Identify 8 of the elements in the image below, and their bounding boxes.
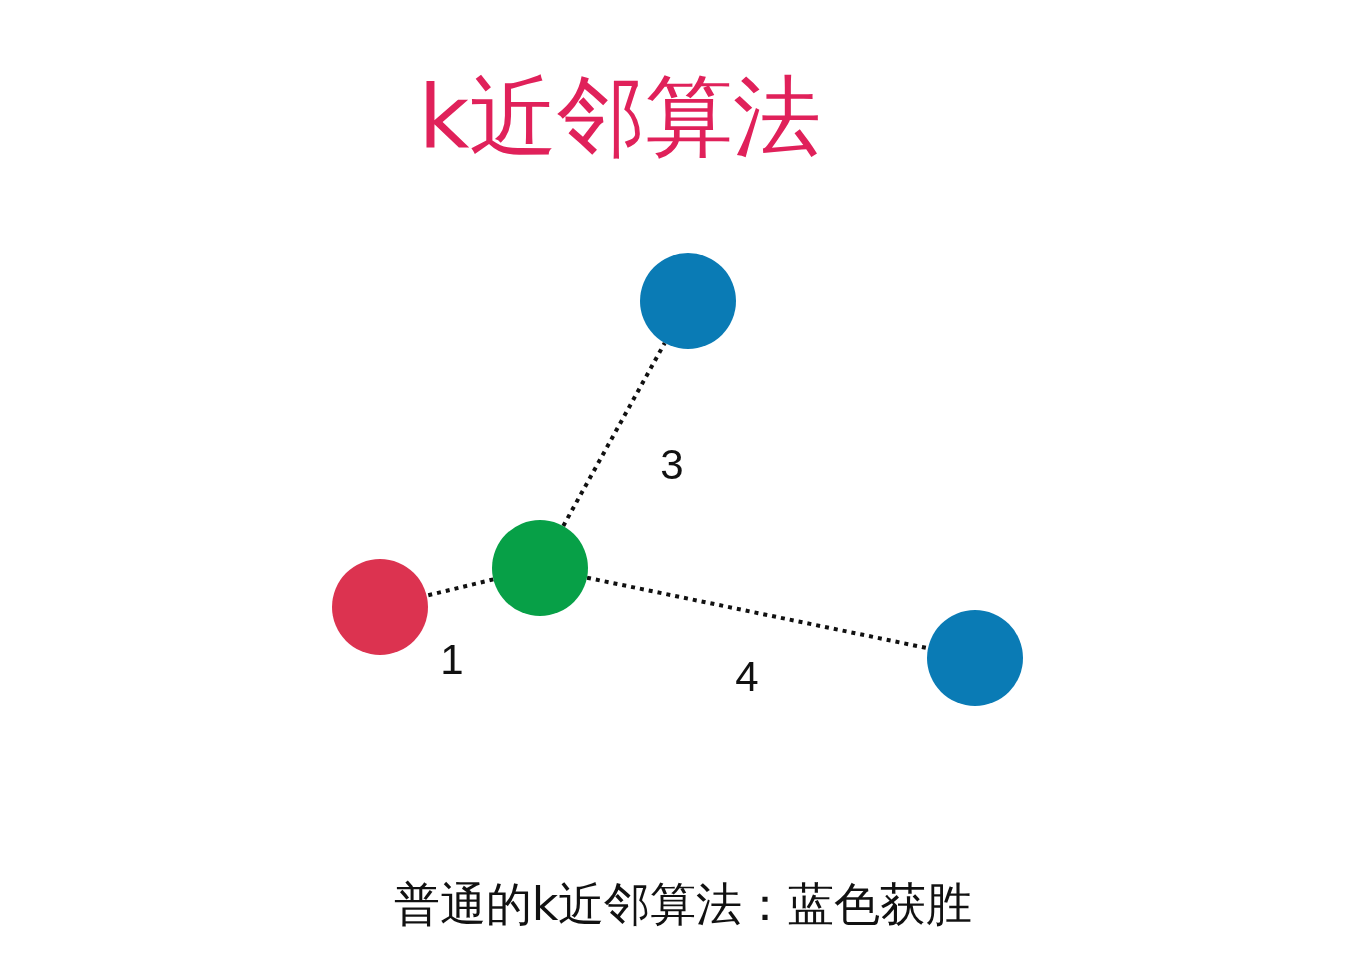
dotted-line (586, 575, 929, 651)
title: k近邻算法 (417, 64, 823, 170)
dotted-line (561, 342, 667, 527)
caption: 普通的k近邻算法：蓝色获胜 (392, 876, 974, 933)
dotted-line (426, 577, 494, 598)
edge-label: 4 (735, 654, 759, 700)
edge-label: 3 (660, 442, 684, 488)
edge-label: 1 (440, 637, 464, 683)
